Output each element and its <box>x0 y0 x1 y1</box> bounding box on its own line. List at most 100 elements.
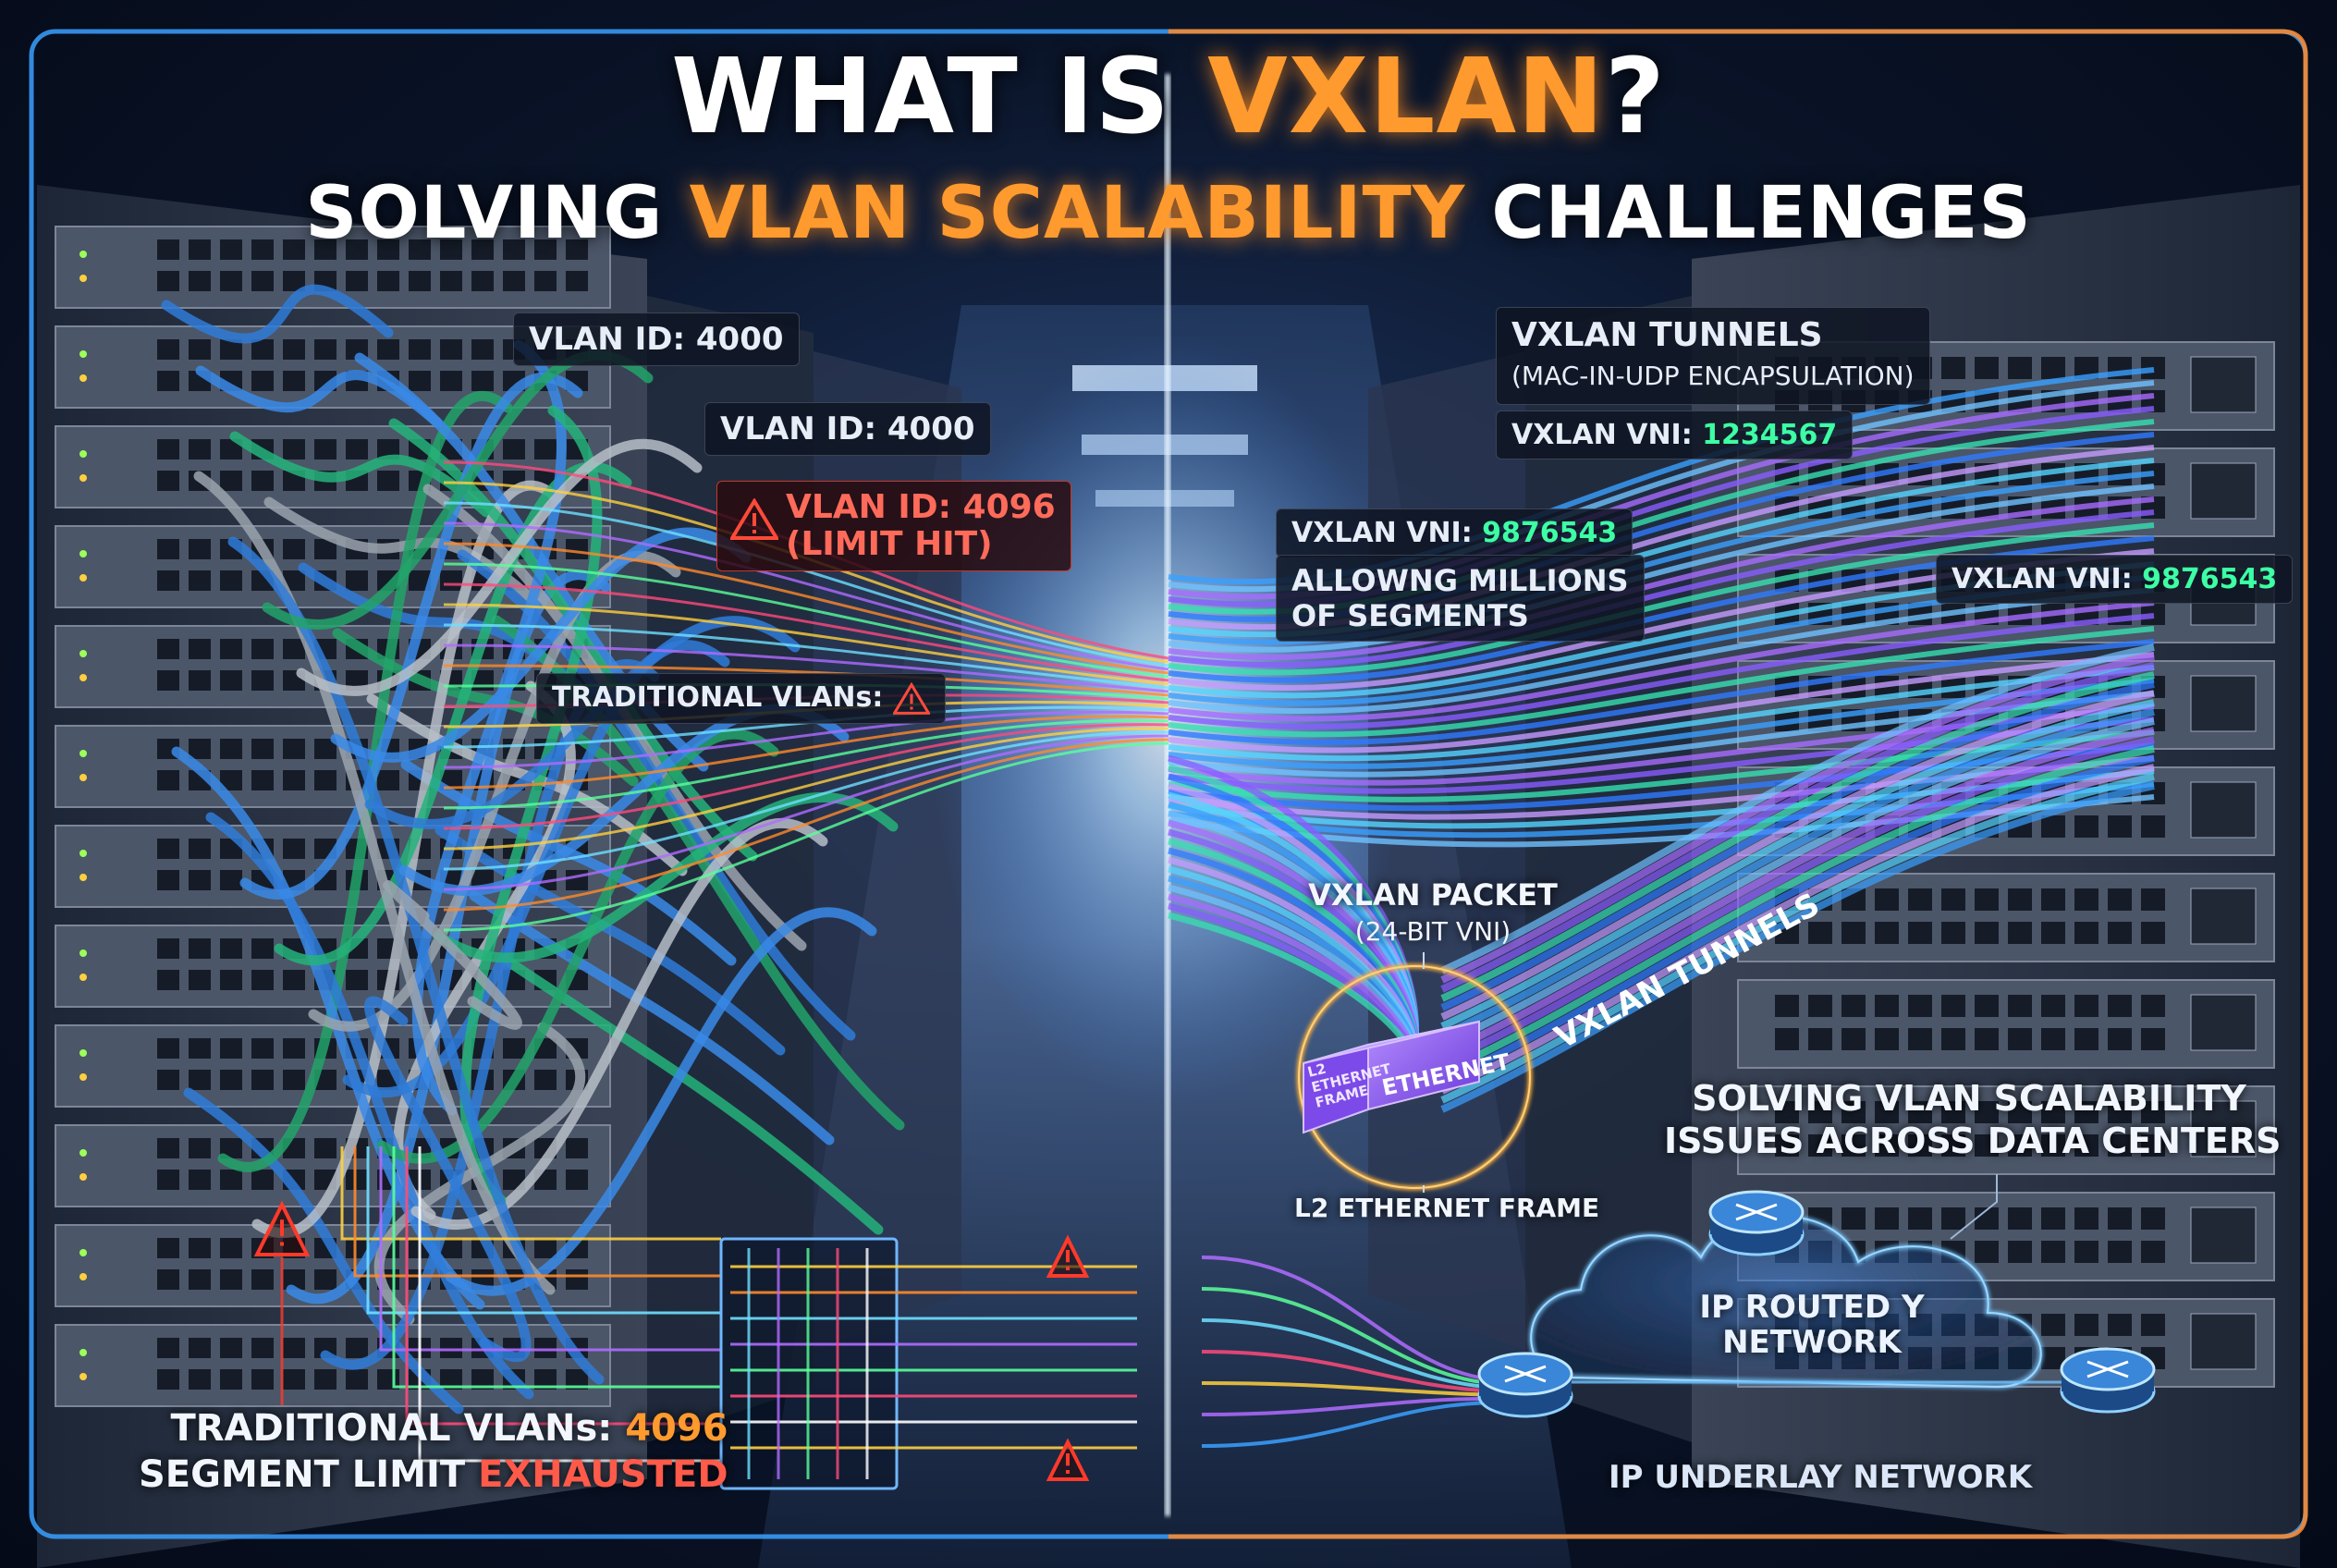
millions-line-2: OF SEGMENTS <box>1291 598 1529 633</box>
neon-line <box>443 715 1169 790</box>
tunnel-strand <box>1440 643 2155 974</box>
neon-line <box>353 1146 721 1278</box>
tunnel-strand <box>1168 561 2155 699</box>
neon-line <box>340 1146 721 1241</box>
network-cable <box>383 880 522 1030</box>
neon-line <box>392 1146 721 1389</box>
warning-icon <box>892 681 930 715</box>
network-cable <box>459 405 603 1206</box>
center-light-beam <box>1165 74 1170 1516</box>
neon-line <box>443 664 1169 697</box>
switch-unit <box>1737 873 2275 962</box>
tunnel-strand <box>1440 745 2155 1076</box>
tunnel-strand <box>1168 600 2155 722</box>
solving-line-2: ISSUES ACROSS DATA CENTERS <box>1664 1121 2282 1161</box>
tunnel-strand <box>1440 717 2155 1048</box>
tunnel-strand <box>1440 662 2155 993</box>
cloud-line-2: NETWORK <box>1722 1324 1902 1361</box>
vxlan-packet: L2ETHERNETFRAME ETHERNET <box>1296 952 1533 1193</box>
neon-line <box>418 1146 721 1463</box>
router-icon <box>1477 1352 1573 1418</box>
network-cable <box>161 284 394 344</box>
tunnel-strand <box>1168 678 2155 769</box>
title-highlight: VXLAN <box>1207 37 1605 157</box>
underlay-label: IP UNDERLAY NETWORK <box>1609 1459 2033 1496</box>
cloud-line-1: IP ROUTED Y <box>1699 1289 1925 1326</box>
underlay-line <box>1201 1401 1499 1448</box>
network-cable <box>445 907 877 1296</box>
neon-line <box>443 723 1169 830</box>
subtitle-suffix: CHALLENGES <box>1465 172 2032 255</box>
router-icon <box>2060 1347 2156 1414</box>
tunnel-strand <box>1168 613 2155 729</box>
underlay-line <box>1201 1396 1499 1416</box>
neon-line <box>443 734 1169 891</box>
tunnel-strand <box>1440 773 2155 1104</box>
cloud-label: IP ROUTED Y NETWORK <box>1673 1290 1951 1360</box>
network-cable <box>433 792 899 963</box>
vni-1-value: 1234567 <box>1702 419 1838 451</box>
underlay-line <box>1201 1381 1499 1397</box>
limit-line-1: VLAN ID: 4096 <box>786 488 1056 526</box>
tunnel-strand <box>1440 671 2155 1002</box>
tunnel-strand <box>1168 626 2155 738</box>
packet-subtitle: (24-BIT VNI) <box>1354 916 1511 947</box>
traditional-vlans-label: TRADITIONAL VLANs: <box>536 673 946 724</box>
neon-line <box>443 727 1169 851</box>
neon-line <box>443 710 1169 769</box>
switch-unit <box>1737 1085 2275 1175</box>
neon-line <box>443 741 1169 932</box>
warning-icon <box>253 1200 311 1256</box>
neon-line <box>379 1146 721 1352</box>
vni-3-value: 9876543 <box>2142 563 2278 595</box>
network-cable <box>296 438 703 696</box>
neon-line <box>443 730 1169 871</box>
tunnel-strand <box>1168 587 2155 715</box>
tunnel-strand <box>1168 574 2155 706</box>
vni-2-prefix: VXLAN VNI: <box>1291 517 1483 549</box>
vni-3-prefix: VXLAN VNI: <box>1952 563 2143 595</box>
vxlan-vni-label-2: VXLAN VNI: 9876543 <box>1276 508 1633 557</box>
network-cable <box>330 527 752 763</box>
neon-line <box>443 603 1169 686</box>
network-cable <box>193 471 556 1295</box>
tunnel-strand <box>1440 708 2155 1039</box>
tunnel-strand <box>1168 652 2155 753</box>
left-neon-lines <box>340 460 1169 1463</box>
tunnel-strand <box>1440 653 2155 984</box>
connector-line <box>1950 1174 1998 1240</box>
traditional-label-text: TRADITIONAL VLANs: <box>552 681 884 714</box>
packet-title: VXLAN PACKET <box>1308 877 1558 913</box>
tunnel-strand <box>1440 727 2155 1058</box>
neon-line <box>443 643 1169 693</box>
neon-line <box>443 738 1169 912</box>
vni-1-prefix: VXLAN VNI: <box>1511 419 1703 451</box>
switch-unit <box>1737 979 2275 1069</box>
tunnel-strand <box>1168 665 2155 762</box>
tunnel-strand <box>1440 736 2155 1067</box>
underlay-line <box>1201 1287 1499 1386</box>
network-cable <box>503 956 884 1235</box>
tunnels-subtitle: (MAC-IN-UDP ENCAPSULATION) <box>1511 361 1915 391</box>
network-cable <box>469 890 835 1145</box>
vxlan-vni-label-3: VXLAN VNI: 9876543 <box>1936 555 2294 604</box>
millions-line-1: ALLOWNG MILLIONS <box>1291 563 1629 598</box>
underlay-line <box>1201 1256 1499 1382</box>
tunnel-strand <box>1440 764 2155 1095</box>
solving-line-1: SOLVING VLAN SCALABILITY <box>1692 1078 2246 1119</box>
l2-frame-label: L2 ETHERNET FRAME <box>1294 1193 1600 1223</box>
caption-limit-value: 4096 <box>625 1407 728 1450</box>
tunnels-title: VXLAN TUNNELS <box>1511 316 1823 354</box>
tunnel-strand <box>1440 699 2155 1030</box>
network-cable <box>364 996 532 1363</box>
left-server-rack <box>37 185 961 1568</box>
vxlan-tunnels-label: VXLAN TUNNELS (MAC-IN-UDP ENCAPSULATION) <box>1496 307 1930 405</box>
network-cable <box>239 372 583 900</box>
tunnel-strand <box>1440 680 2155 1011</box>
neon-line <box>366 1146 721 1315</box>
neon-line <box>443 718 1169 810</box>
warning-icon <box>1046 1234 1090 1278</box>
vni-2-value: 9876543 <box>1482 517 1618 549</box>
tunnel-strand <box>1440 690 2155 1021</box>
vlan-id-label-2: VLAN ID: 4000 <box>704 402 991 456</box>
